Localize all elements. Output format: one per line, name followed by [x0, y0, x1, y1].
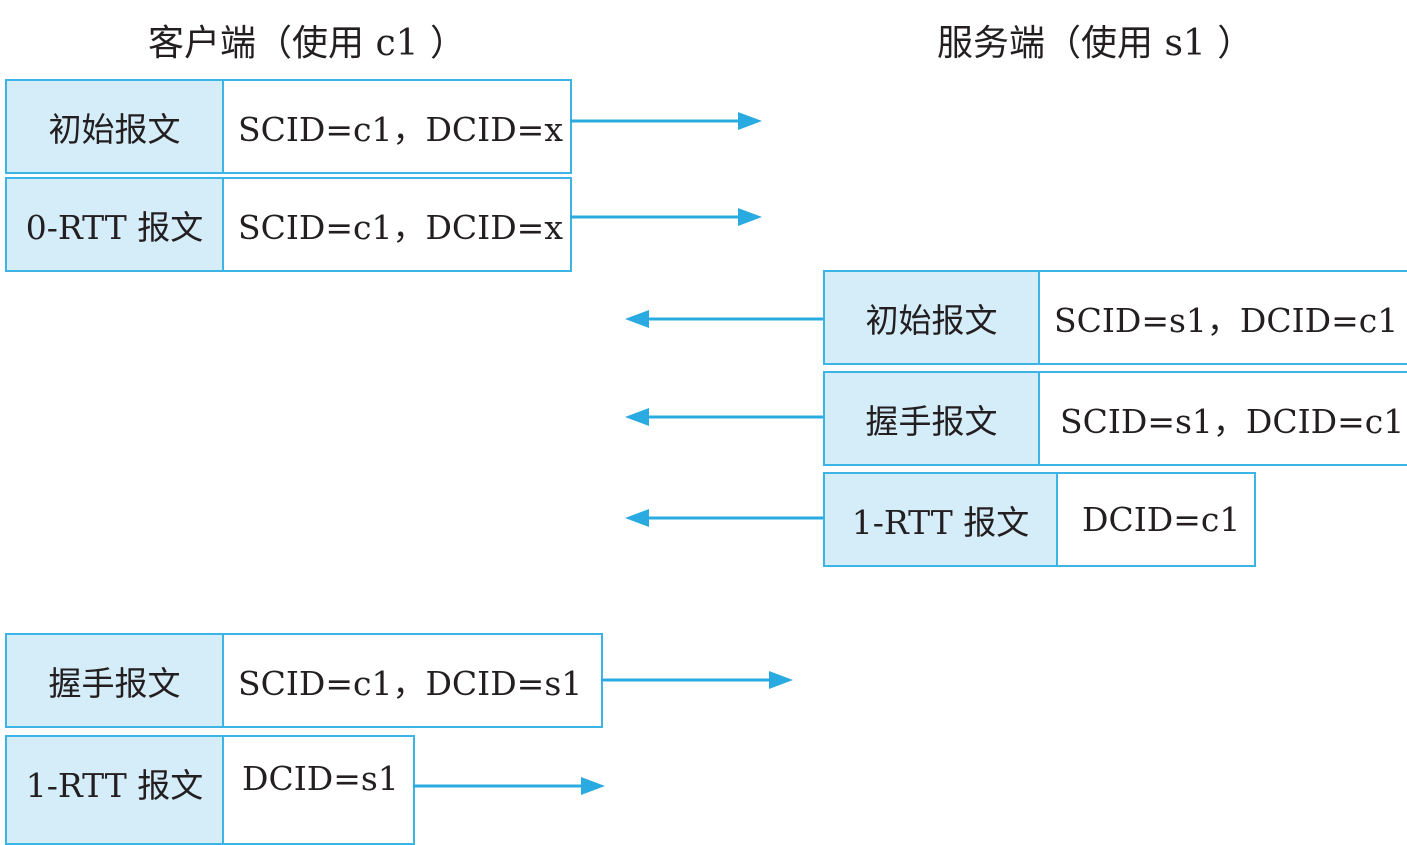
packet-server-initial: 初始报文 SCID=s1，DCID=c1	[823, 270, 1407, 365]
arrow-to-client	[625, 307, 825, 331]
packet-connection-ids: SCID=c1，DCID=x	[238, 207, 563, 247]
packet-type-label: 1-RTT 报文	[825, 474, 1058, 565]
packet-type-label: 0-RTT 报文	[7, 179, 224, 270]
client-header: 客户端（使用 c1 ）	[148, 23, 466, 64]
packet-connection-ids: SCID=c1，DCID=s1	[238, 663, 583, 703]
packet-server-handshake: 握手报文 SCID=s1，DCID=c1	[823, 371, 1407, 466]
packet-type-label: 握手报文	[825, 373, 1040, 464]
packet-connection-ids: SCID=c1，DCID=x	[238, 109, 563, 149]
packet-client-handshake: 握手报文 SCID=c1，DCID=s1	[5, 633, 603, 728]
packet-type-label: 初始报文	[825, 272, 1040, 363]
packet-connection-ids: DCID=c1	[1082, 500, 1241, 539]
arrow-to-server	[570, 205, 762, 229]
packet-client-initial: 初始报文 SCID=c1，DCID=x	[5, 79, 572, 174]
arrow-to-server	[570, 109, 762, 133]
arrow-to-client	[625, 405, 825, 429]
packet-type-label: 1-RTT 报文	[7, 737, 224, 843]
packet-type-label: 初始报文	[7, 81, 224, 172]
packet-type-label: 握手报文	[7, 635, 224, 726]
arrow-to-server	[601, 668, 793, 692]
packet-connection-ids: DCID=s1	[242, 759, 399, 798]
packet-client-0rtt: 0-RTT 报文 SCID=c1，DCID=x	[5, 177, 572, 272]
packet-server-1rtt: 1-RTT 报文 DCID=c1	[823, 472, 1256, 567]
arrow-to-server	[413, 774, 605, 798]
packet-connection-ids: SCID=s1，DCID=c1	[1054, 300, 1399, 340]
server-header: 服务端（使用 s1 ）	[937, 23, 1254, 64]
packet-connection-ids: SCID=s1，DCID=c1	[1060, 401, 1405, 441]
packet-client-1rtt: 1-RTT 报文 DCID=s1	[5, 735, 415, 845]
arrow-to-client	[625, 506, 825, 530]
